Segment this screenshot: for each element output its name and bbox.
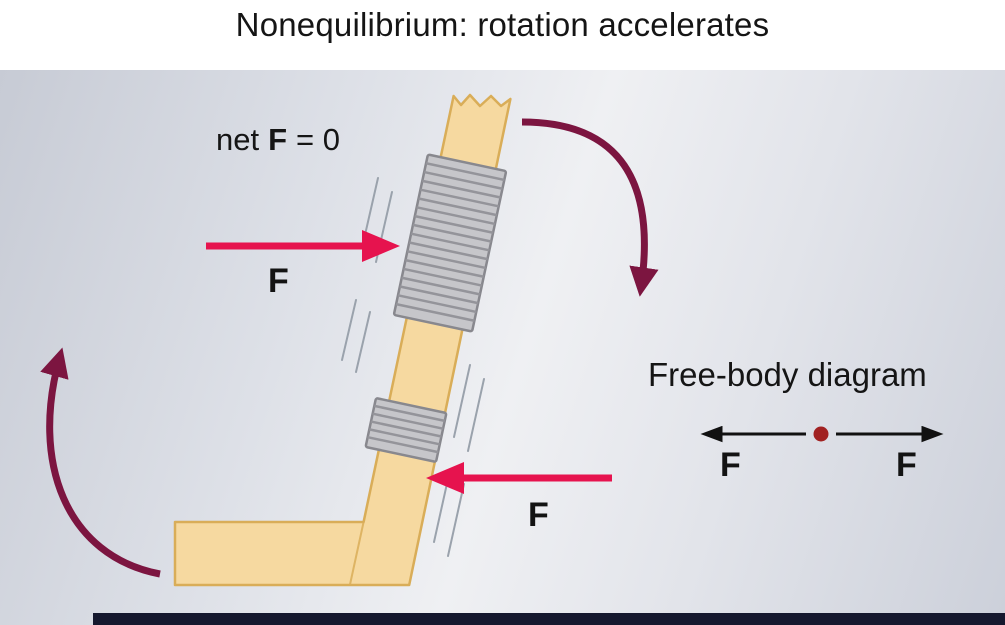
- hockey-stick: [173, 93, 512, 587]
- gradient-background: [0, 70, 1005, 625]
- figure-title: Nonequilibrium: rotation accelerates: [235, 6, 770, 43]
- tape-lower: [364, 397, 448, 463]
- free-body-diagram: [700, 425, 944, 443]
- force-arrow-right-head: [362, 230, 400, 262]
- force-arrow-left-head: [426, 462, 464, 494]
- tape-upper-ribs: [395, 162, 505, 322]
- rotation-arrow-top-right: [521, 118, 659, 297]
- net-force-symbol: F: [268, 122, 288, 157]
- motion-lines: [341, 177, 485, 557]
- bottom-bar: [93, 613, 1005, 625]
- force-arrow-right: [206, 230, 400, 262]
- force-arrow-left: [426, 462, 612, 494]
- force-label-bottom: F: [528, 496, 549, 534]
- net-force-suffix: = 0: [296, 122, 341, 157]
- fbd-label-right: F: [896, 446, 917, 484]
- force-label-top: F: [268, 262, 289, 300]
- fbd-label-left: F: [720, 446, 741, 484]
- tape-lower-ribs: [367, 404, 446, 454]
- net-force-prefix: net: [216, 122, 260, 157]
- tape-upper: [392, 153, 508, 333]
- rotation-arrow-bottom-left: [40, 347, 161, 578]
- net-force-label: net F = 0: [216, 122, 340, 158]
- fbd-title: Free-body diagram: [648, 356, 927, 393]
- fbd-pivot-dot: [813, 426, 829, 442]
- stick-blade-joint-line: [348, 521, 365, 586]
